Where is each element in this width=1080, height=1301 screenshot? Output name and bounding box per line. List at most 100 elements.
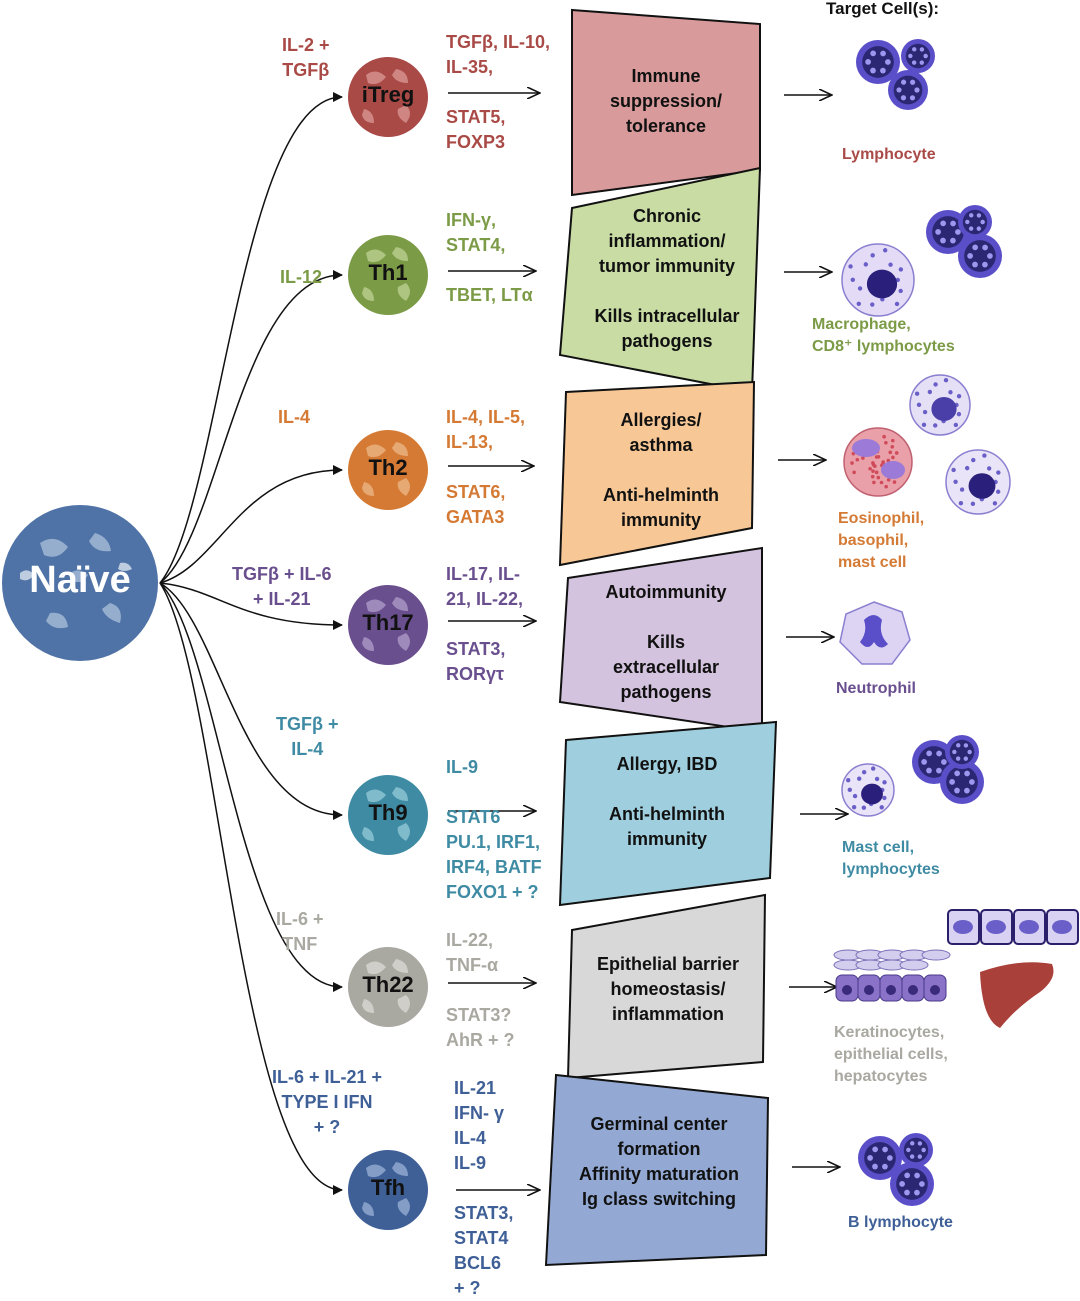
lbl inducer-th22: IL-6 + TNF [276,907,324,957]
neutrophil-icon [839,601,911,665]
connector-naive-th2 [159,465,343,584]
fx-line: asthma [629,435,693,455]
target-line: hepatocytes [834,1068,928,1085]
fx-line: Germinal center [590,1114,728,1134]
fx-line: Immune [631,66,701,86]
target-line: Keratinocytes, [834,1024,945,1041]
lbl factors-itreg: TGFβ, IL-10,IL-35, STAT5,FOXP3 [446,30,550,155]
lymphocyte-icon [958,234,1002,278]
connector-naive-tfh [159,582,343,1195]
target-th17: Neutrophil [836,678,916,700]
eosinophil-icon [843,427,913,497]
fx-line: immunity [626,829,707,849]
lbl factors-line: TNF-α [446,955,499,975]
target-tfh: B lymphocyte [848,1212,953,1234]
lbl inducer-line: IL-12 [280,267,323,287]
target-line: basophil, [838,532,909,549]
fx-line: pathogens [620,682,712,702]
lbl inducer-th2: IL-4 [278,405,310,430]
target-line: B lymphocyte [848,1214,953,1231]
lbl factors-line: + ? [454,1278,481,1298]
lbl inducer-line: TNF [282,934,318,954]
lbl inducer-line: IL-6 + [276,909,324,929]
liver-icon [980,962,1054,1028]
lbl inducer-line: TGFβ + [276,714,339,734]
connector-naive-th1 [159,270,343,584]
lbl factors-line: IFN-γ, [446,210,497,230]
lbl factors-line [446,780,542,805]
lbl factors-tfh: IL-21IFN- γIL-4IL-9 STAT3,STAT4BCL6+ ? [454,1076,513,1301]
target-cells-title: Target Cell(s): [826,0,940,18]
lbl factors-th1: IFN-γ,STAT4, TBET, LTα [446,208,533,308]
fx-line: inflammation/ [608,231,726,251]
target-line: Mast cell, [842,839,915,856]
lbl factors-line: FOXP3 [446,132,506,152]
lbl factors-line: STAT3, [446,639,506,659]
lbl factors-line: IL-21 [454,1078,497,1098]
fx-line [572,777,762,802]
fx-line: Allergy, IBD [616,754,718,774]
connector-naive-th17 [159,582,343,630]
lymphocyte-icon [958,205,992,239]
lbl inducer-line: IL-4 [291,739,324,759]
connector-naive-th22 [159,582,343,992]
target-line: Lymphocyte [842,146,936,163]
lbl factors-line: STAT3? [446,1005,512,1025]
target-line: epithelial cells, [834,1046,948,1063]
lbl factors-line: 21, IL-22, [446,589,524,609]
itreg-cell-icon [348,57,428,137]
target-line: mast cell [838,554,907,571]
lbl factors-th17: IL-17, IL- 21, IL-22, STAT3, RORγτ [446,562,523,687]
lbl factors-line: PU.1, IRF1, [446,832,541,852]
lbl factors-line: GATA3 [446,507,505,527]
lbl factors-line: IL-17, IL- [446,564,521,584]
epithelial-cells-icon [947,909,1079,945]
lbl inducer-line: + ? [313,1117,341,1137]
lbl inducer-th1: IL-12 [280,265,322,290]
lbl inducer-line: IL-4 [278,407,311,427]
th9-cell-icon [348,775,428,855]
target-line: lymphocytes [842,861,940,878]
function-box-th9 [558,720,778,907]
th2-cell-label: Th2 [368,455,408,480]
lymphocyte-icon [945,735,979,769]
basophil-icon [909,374,971,436]
b-lymphocyte-icon [858,1136,902,1180]
lymphocyte-icon [940,760,984,804]
lbl inducer-itreg: IL-2 +TGFβ [282,33,330,83]
lbl factors-line: IL-35, [446,57,494,77]
lbl factors-line [446,455,525,480]
lbl factors-line: RORγτ [446,664,505,684]
lbl factors-line [446,80,550,105]
macrophage-icon [841,243,915,317]
target-th2: Eosinophil,basophil,mast cell [838,508,924,574]
fx-line: formation [617,1139,701,1159]
lbl factors-line: TBET, LTα [446,285,533,305]
lbl inducer-line: IL-2 + [282,35,330,55]
itreg-cell-label: iTreg [361,82,415,107]
lbl factors-line: IL-4, IL-5, [446,407,526,427]
b-lymphocyte-icon [890,1162,934,1206]
mast-cell-icon [945,449,1011,515]
fx-line [574,605,758,630]
keratinocytes-icon [833,949,951,1002]
lymphocyte-icon [888,70,928,110]
lbl factors-line: STAT5, [446,107,506,127]
fx-line: tolerance [625,116,707,136]
connector-naive-itreg [159,92,343,584]
tfh-cell-icon [348,1150,428,1230]
lbl factors-th2: IL-4, IL-5,IL-13, STAT6,GATA3 [446,405,525,530]
target-th22: Keratinocytes, epithelial cells, hepatocyt… [834,1022,948,1088]
lbl inducer-tfh: IL-6 + IL-21 +TYPE I IFN+ ? [272,1065,382,1140]
lbl inducer-th9: TGFβ + IL-4 [276,712,339,762]
function-box-th2 [558,380,756,567]
lbl factors-line: IL-4 [454,1128,487,1148]
fx-line: Anti-helminth [603,485,719,505]
target-th9: Mast cell, lymphocytes [842,837,940,881]
target-line: Neutrophil [836,680,916,697]
lbl factors-line: AhR + ? [446,1030,515,1050]
